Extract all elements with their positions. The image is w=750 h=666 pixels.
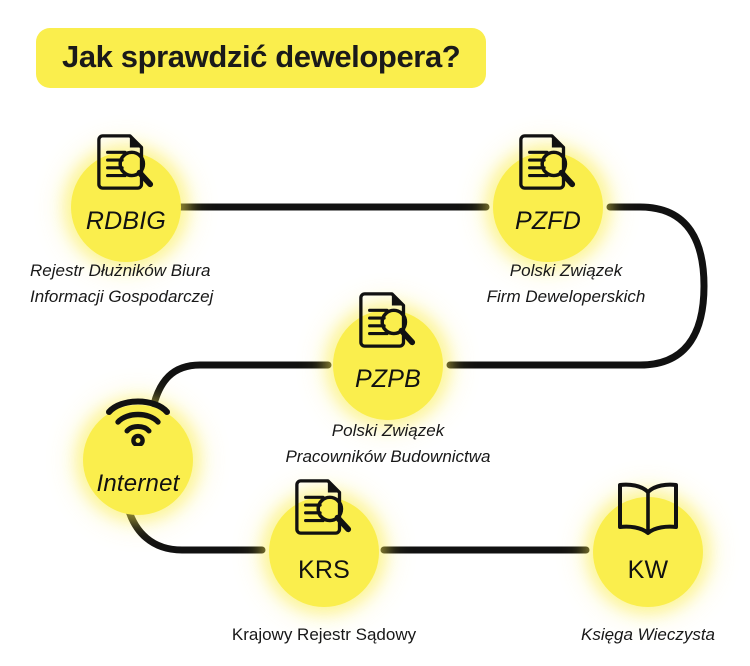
- caption-krs: Krajowy Rejestr Sądowy: [231, 625, 417, 644]
- node-rdbig[interactable]: RDBIG: [64, 134, 188, 269]
- caption-pzfd: Polski Związek Firm Deweloperskich: [486, 261, 646, 306]
- document-search-icon: [519, 134, 576, 190]
- title-badge: Jak sprawdzić dewelopera?: [36, 28, 487, 88]
- node-bubble: [333, 310, 443, 420]
- document-search-icon: [359, 292, 416, 348]
- caption-pzpb: Polski Związek Pracowników Budownictwa: [285, 421, 491, 466]
- open-book-icon: [618, 482, 678, 535]
- node-krs[interactable]: KRS: [262, 479, 386, 614]
- node-label: PZFD: [514, 207, 582, 235]
- node-bubble: [71, 152, 181, 262]
- node-label: PZPB: [354, 365, 422, 393]
- document-search-icon: [295, 479, 352, 535]
- node-label: Internet: [96, 470, 180, 497]
- node-pzpb[interactable]: PZPB: [326, 292, 450, 427]
- node-pzfd[interactable]: PZFD: [486, 134, 610, 269]
- caption-kw: Księga Wieczysta: [580, 625, 715, 644]
- node-internet[interactable]: Internet: [76, 398, 200, 522]
- caption-rdbig: Rejestr Dłużników Biura Informacji Gospo…: [30, 261, 214, 306]
- node-label: RDBIG: [85, 207, 167, 235]
- node-bubble: [493, 152, 603, 262]
- node-label: KRS: [297, 556, 350, 584]
- wifi-icon: [106, 398, 170, 446]
- node-bubble: [83, 405, 193, 515]
- document-search-icon: [97, 134, 154, 190]
- node-kw[interactable]: KW: [586, 482, 710, 614]
- page-title: Jak sprawdzić dewelopera?: [62, 39, 461, 74]
- node-label: KW: [627, 556, 669, 584]
- node-bubble: [269, 497, 379, 607]
